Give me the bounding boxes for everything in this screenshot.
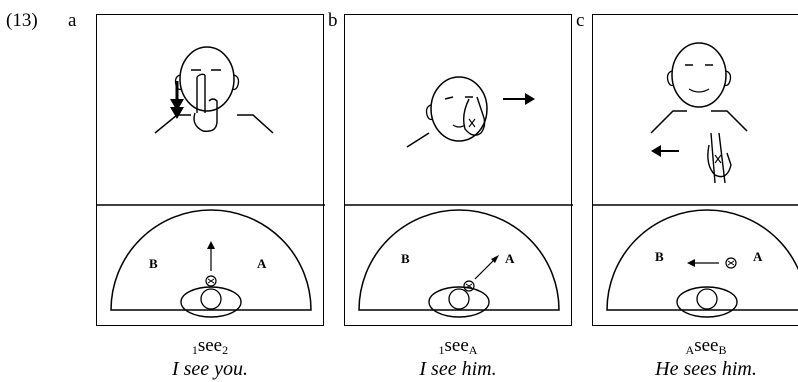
signing-space-plan-b [358, 209, 560, 318]
example-number: (13) [6, 10, 38, 31]
plan-label-right-a: A [257, 256, 267, 271]
gloss-b: 1seeA [438, 335, 478, 358]
signing-space-plan-c [606, 209, 798, 318]
panel-a: B A [96, 14, 325, 326]
signer-figure-a [154, 46, 274, 134]
translation-a: I see you. [171, 358, 249, 380]
translation-c: He sees him. [655, 358, 757, 380]
plan-label-right-c: A [753, 249, 763, 264]
gloss-c: AseeB [685, 335, 727, 358]
panel-letter-c: c [576, 10, 585, 31]
panel-letter-b: b [328, 10, 338, 31]
plan-label-left-c: B [655, 249, 664, 264]
signing-space-plan-a [110, 209, 312, 318]
plan-label-right-b: A [505, 251, 515, 266]
gloss-a: 1see2 [191, 335, 229, 358]
panel-b: B A [344, 14, 573, 326]
plan-label-left-a: B [149, 256, 158, 271]
sign-illustration-b: B A [345, 76, 573, 318]
plan-label-left-b: B [401, 251, 410, 266]
sign-illustration-c: B A [593, 42, 798, 318]
panel-letter-a: a [68, 10, 77, 31]
panel-c: B A [592, 14, 798, 326]
sign-illustration-a: B A [97, 46, 325, 318]
signer-figure-b [406, 76, 535, 148]
translation-b: I see him. [419, 358, 497, 380]
signer-figure-c [650, 42, 748, 184]
